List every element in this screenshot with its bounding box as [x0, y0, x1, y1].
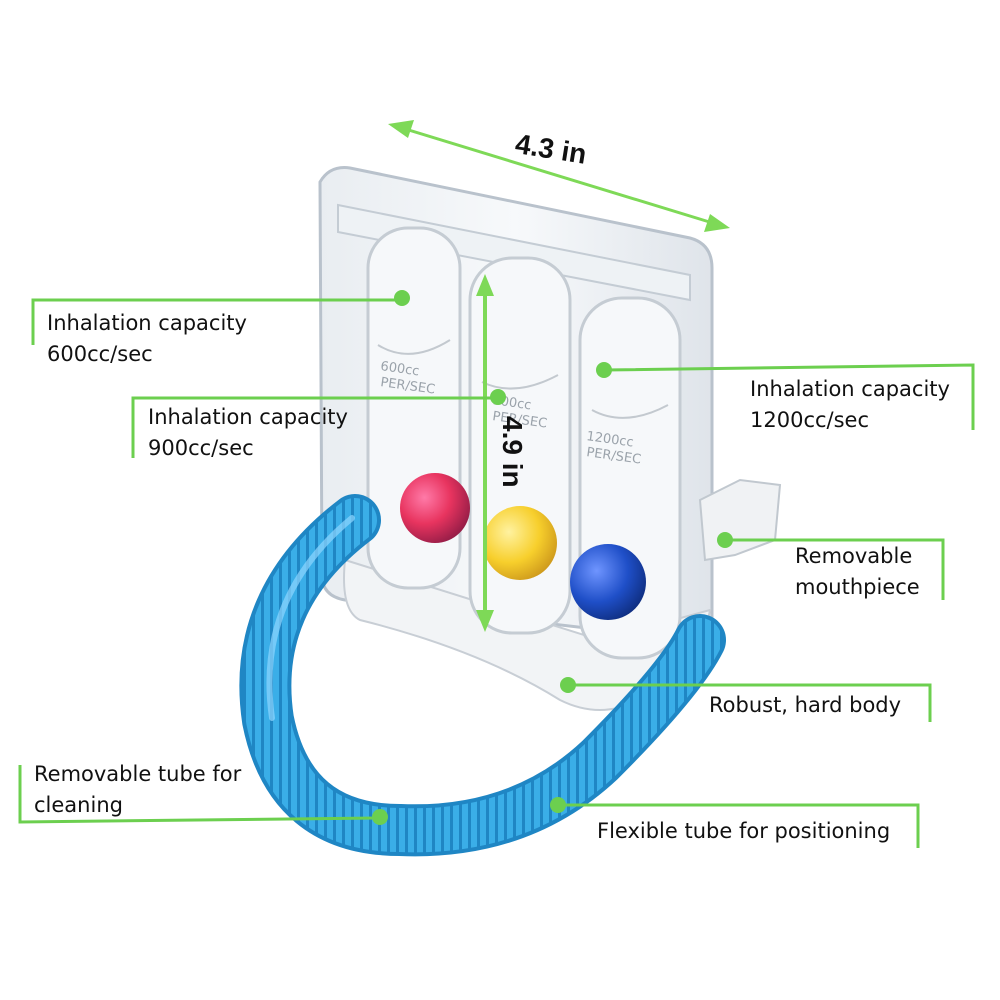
chamber-right-marking: 1200cc [585, 429, 634, 450]
callout-line-mouthpiece [725, 538, 945, 600]
callout-inhalation-600: Inhalation capacity 600cc/sec [47, 311, 247, 366]
callout-line-900 [131, 396, 497, 458]
callout-line-600 [31, 298, 400, 345]
callout-inhalation-900: Inhalation capacity 900cc/sec [148, 405, 348, 460]
red-ball [400, 473, 470, 543]
callout-mouthpiece: Removable mouthpiece [795, 544, 920, 599]
callout-line-body [567, 683, 932, 722]
callout-body: Robust, hard body [709, 693, 902, 717]
callout-line-tube-cleaning [18, 765, 379, 824]
callout-line-tube-flexible [560, 803, 920, 848]
callout-tube-flexible: Flexible tube for positioning [597, 819, 891, 843]
callout-line-1200 [604, 363, 975, 430]
callout-dots [372, 290, 733, 825]
height-label: 4.9 in [497, 416, 528, 488]
width-dimension-arrow [388, 120, 730, 232]
blue-ball [570, 544, 646, 620]
callout-lines [18, 298, 975, 848]
callout-inhalation-1200: Inhalation capacity 1200cc/sec [750, 377, 950, 432]
callout-tube-cleaning: Removable tube for cleaning [34, 762, 242, 817]
chamber-left-marking: 600cc [379, 359, 420, 379]
yellow-ball [483, 506, 557, 580]
height-dimension-arrow [476, 274, 494, 632]
